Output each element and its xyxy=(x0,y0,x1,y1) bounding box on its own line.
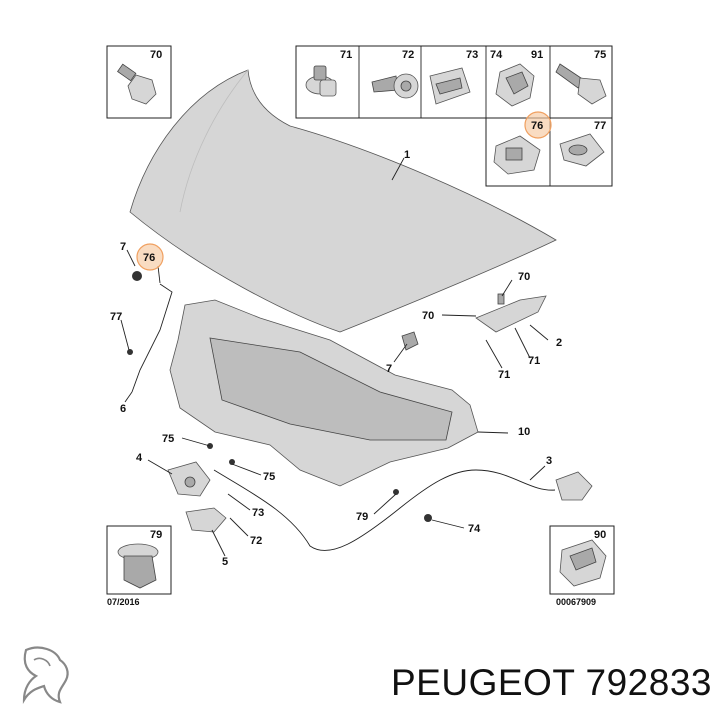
svg-text:72: 72 xyxy=(402,49,414,61)
callout-72: 72 xyxy=(250,535,262,547)
callout-5: 5 xyxy=(222,556,228,568)
leader-lines xyxy=(120,157,549,557)
svg-text:77: 77 xyxy=(594,120,606,132)
callout-6: 6 xyxy=(120,403,126,415)
callout-75: 75 xyxy=(263,471,275,483)
flange-nut-icon xyxy=(305,65,337,97)
callout-70: 70 xyxy=(518,271,530,283)
clip-76-icon xyxy=(493,135,541,175)
svg-text:74: 74 xyxy=(490,49,503,61)
callout-7: 7 xyxy=(386,363,392,375)
callout-4: 4 xyxy=(136,452,143,464)
diagram-code: 00067909 xyxy=(556,597,596,607)
push-rivet-icon xyxy=(117,543,159,589)
peugeot-lion-logo xyxy=(22,646,69,704)
callout-7: 7 xyxy=(120,241,126,253)
callout-73: 73 xyxy=(252,507,264,519)
bolt-icon xyxy=(117,63,157,105)
safety-catch xyxy=(185,507,227,533)
inset-box-top-row: 71 72 73 74 91 75 xyxy=(295,45,613,119)
self-tapping-screw-icon xyxy=(371,73,419,99)
callout-76: 76 xyxy=(143,252,155,264)
svg-text:73: 73 xyxy=(466,49,478,61)
callout-74: 74 xyxy=(468,523,481,535)
diagram-date: 07/2016 xyxy=(107,597,140,607)
clip-77-icon xyxy=(559,133,605,167)
callout-2: 2 xyxy=(556,337,562,349)
cable-clip-icon xyxy=(559,539,607,587)
svg-text:76: 76 xyxy=(531,120,543,132)
screw-bolt-icon xyxy=(555,63,607,105)
retaining-clip-icon xyxy=(429,67,471,105)
callout-71: 71 xyxy=(528,355,540,367)
svg-text:70: 70 xyxy=(150,49,162,61)
highlight-marker xyxy=(524,111,552,139)
hinge-bracket xyxy=(475,293,547,333)
callout-3: 3 xyxy=(546,455,552,467)
inset-box-70: 70 xyxy=(106,45,172,119)
svg-text:90: 90 xyxy=(594,529,606,541)
inset-box-90: 90 00067909 xyxy=(549,525,615,607)
callout-1: 1 xyxy=(404,149,410,161)
callout-71: 71 xyxy=(498,369,510,381)
callout-labels: 1 2 3 4 5 6 7 7 10 70 70 71 71 72 73 74 … xyxy=(110,149,562,568)
hood-panel xyxy=(129,69,557,333)
grommet-icon xyxy=(132,271,142,281)
inset-box-79: 79 07/2016 xyxy=(106,525,172,607)
callout-70: 70 xyxy=(422,310,434,322)
hood-insulation-pad xyxy=(169,299,479,487)
svg-text:71: 71 xyxy=(340,49,352,61)
callout-77: 77 xyxy=(110,311,122,323)
page-title: PEUGEOT 792833 xyxy=(391,662,712,703)
highlight-marker xyxy=(136,243,164,271)
svg-text:75: 75 xyxy=(594,49,606,61)
callout-79: 79 xyxy=(356,511,368,523)
callout-10: 10 xyxy=(518,426,530,438)
hood-prop-rod xyxy=(131,271,173,393)
hood-latch xyxy=(167,461,211,497)
svg-text:79: 79 xyxy=(150,529,162,541)
push-clip-icon xyxy=(495,63,535,107)
callout-75: 75 xyxy=(162,433,174,445)
svg-text:91: 91 xyxy=(531,49,543,61)
release-cable xyxy=(213,469,593,551)
inset-box-76-77: 76 77 xyxy=(485,111,613,187)
